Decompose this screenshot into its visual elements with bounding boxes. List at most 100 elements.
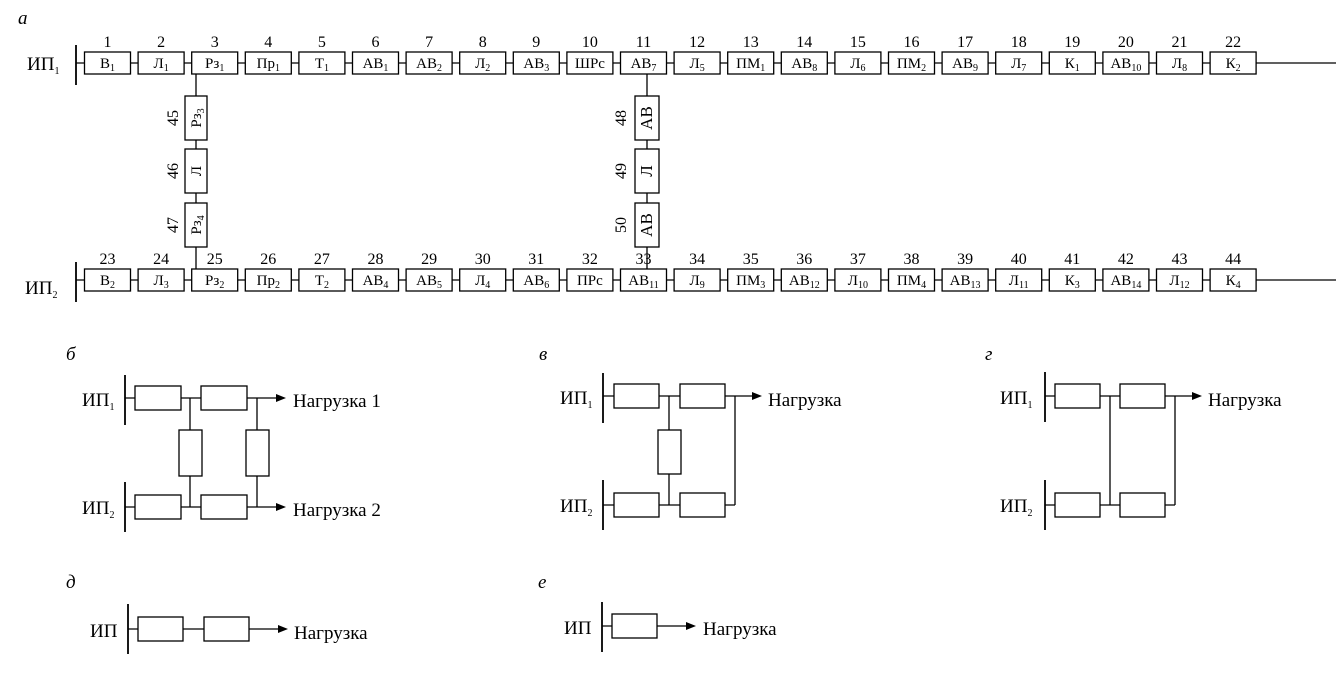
element-number: 18	[1011, 34, 1027, 51]
top-row-elements: 1В12Л13Рз14Пр15Т16АВ17АВ28Л29АВ310ШРс11А…	[83, 34, 1257, 75]
element-box	[1048, 51, 1096, 75]
element-label: Л10	[848, 273, 868, 291]
element-label: В2	[100, 273, 115, 291]
element-box	[673, 268, 721, 292]
element-number: 36	[796, 251, 812, 268]
element-box	[184, 148, 208, 194]
element-box	[780, 268, 828, 292]
element-label: Л12	[1169, 273, 1189, 291]
element-box	[1102, 51, 1150, 75]
element-8: 8Л2	[459, 34, 507, 75]
element-number: 33	[636, 251, 652, 268]
element-label: Т1	[315, 56, 329, 74]
element-number: 14	[796, 34, 812, 51]
element-box	[405, 51, 453, 75]
element-number: 17	[957, 34, 973, 51]
element-label: Л9	[690, 273, 705, 291]
element-box	[351, 268, 400, 292]
element-number: 11	[636, 34, 651, 51]
element-number: 21	[1172, 34, 1188, 51]
block-v-3	[613, 492, 660, 518]
element-box	[634, 148, 660, 194]
element-box	[459, 268, 507, 292]
element-box	[1209, 268, 1257, 292]
element-2: 2Л1	[137, 34, 185, 75]
element-label: АВ9	[952, 56, 978, 74]
element-number: 50	[613, 217, 630, 233]
element-label: Л	[637, 165, 656, 177]
source-label-b-ip2: ИП2	[82, 498, 114, 521]
element-label: Л2	[475, 56, 490, 74]
block-b-5	[178, 429, 203, 477]
element-box	[83, 51, 132, 75]
element-label: Л	[189, 166, 205, 176]
element-number: 9	[532, 34, 540, 51]
block-v-1	[613, 383, 660, 409]
element-box	[405, 268, 453, 292]
element-number: 38	[904, 251, 920, 268]
element-box	[634, 95, 660, 141]
element-box	[1048, 268, 1096, 292]
block-v-2	[679, 383, 726, 409]
element-number: 44	[1225, 251, 1241, 268]
element-label: ПРс	[577, 273, 603, 289]
element-number: 31	[528, 251, 544, 268]
element-number: 13	[743, 34, 759, 51]
element-number: 23	[100, 251, 116, 268]
source-label-v-ip1: ИП1	[560, 388, 592, 411]
element-number: 8	[479, 34, 487, 51]
element-box	[137, 268, 185, 292]
element-number: 40	[1011, 251, 1027, 268]
element-box	[727, 51, 775, 75]
element-number: 4	[264, 34, 272, 51]
source-label-e: ИП	[564, 618, 592, 639]
element-label: ШРс	[575, 56, 605, 72]
element-label: Л8	[1172, 56, 1187, 74]
load-label-g: Нагрузка	[1208, 390, 1282, 411]
arrow-g-load	[1192, 392, 1202, 400]
block-g-1	[1054, 383, 1101, 409]
arrow-b-load1	[276, 394, 286, 402]
element-number: 25	[207, 251, 223, 268]
element-box	[941, 268, 989, 292]
element-label: Рз2	[205, 273, 224, 291]
element-number: 7	[425, 34, 433, 51]
element-label: Пр2	[257, 273, 280, 291]
element-label: АВ4	[363, 273, 389, 291]
element-number: 10	[582, 34, 598, 51]
element-box	[995, 51, 1043, 75]
element-box	[619, 268, 668, 292]
element-number: 35	[743, 251, 759, 268]
element-label: АВ	[637, 213, 656, 237]
element-number: 15	[850, 34, 866, 51]
block-g-3	[1054, 492, 1101, 518]
element-number: 41	[1064, 251, 1080, 268]
panel-label-g: г	[985, 344, 992, 365]
element-box	[184, 95, 208, 141]
block-b-1	[134, 385, 182, 411]
source-label-ip2: ИП2	[25, 278, 57, 301]
source-label-g-ip1: ИП1	[1000, 388, 1032, 411]
source-label-ip1: ИП1	[27, 54, 59, 77]
element-number: 22	[1225, 34, 1241, 51]
element-box	[995, 268, 1043, 292]
block-g-4	[1119, 492, 1166, 518]
scheme-d: д ИП Нагрузка	[66, 572, 368, 654]
element-label: ПМ4	[897, 273, 926, 291]
element-number: 16	[904, 34, 920, 51]
element-label: АВ2	[416, 56, 442, 74]
